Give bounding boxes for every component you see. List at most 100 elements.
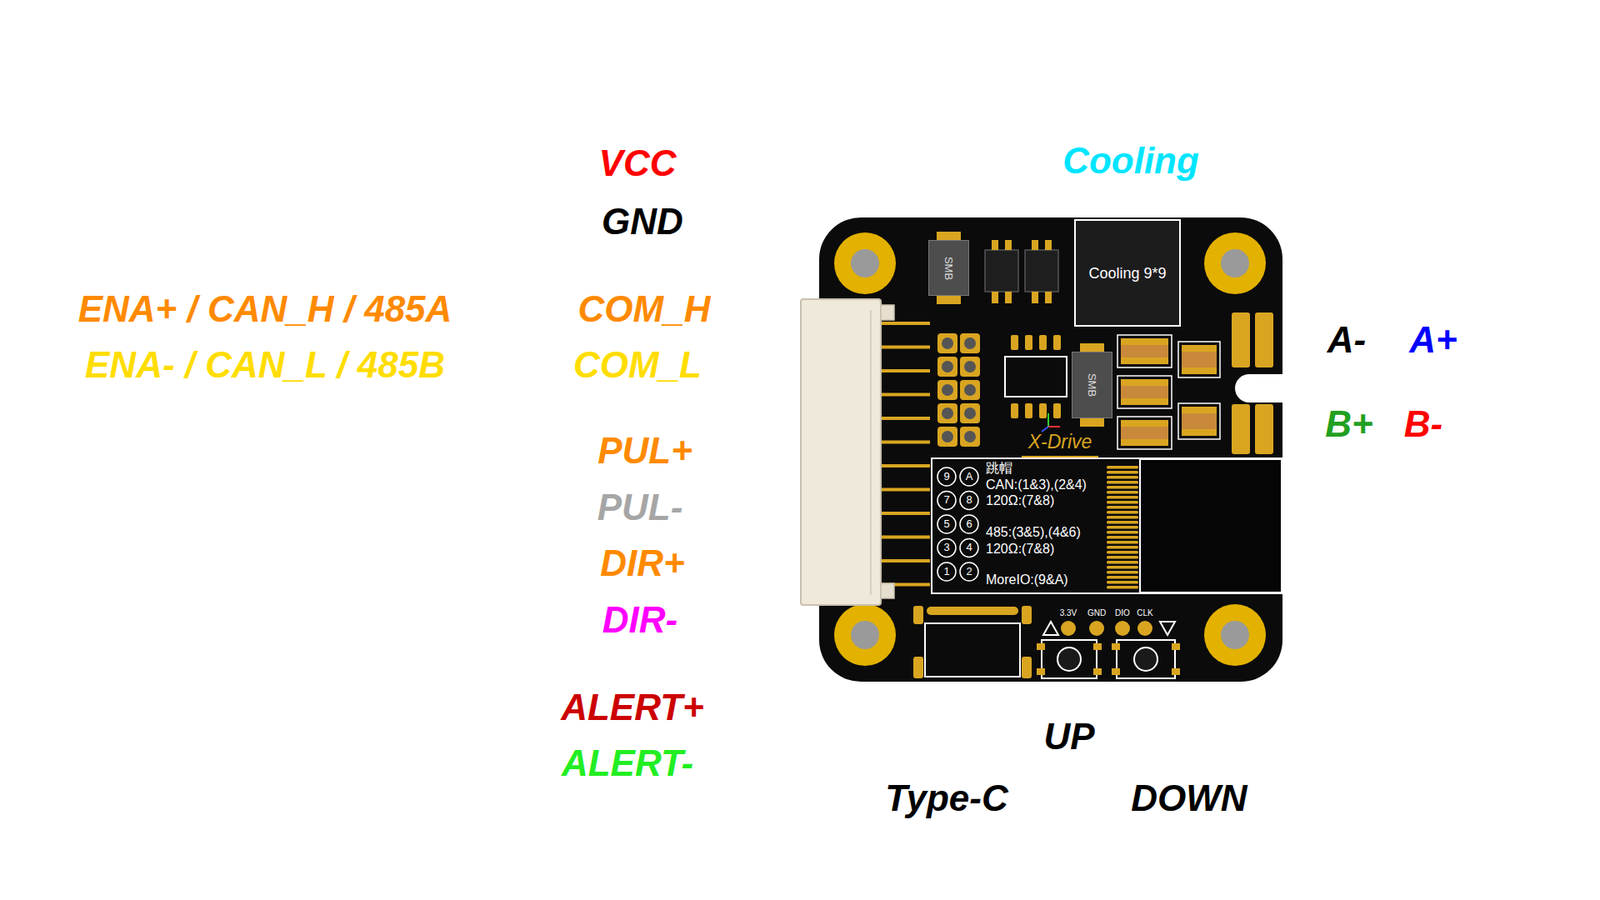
header-pad [937,333,958,354]
gold-finger [1106,570,1139,575]
button-cap [1134,647,1158,671]
pin-header [937,333,980,447]
hole-center [1220,249,1250,278]
button-cap [1057,647,1081,671]
pin-number: 7 [943,494,950,506]
pin-number: 3 [943,541,950,554]
debug-pad [1137,620,1153,636]
mounting-hole [1204,232,1266,295]
chip-body [985,250,1019,292]
capacitor-body [1181,413,1217,430]
gold-finger [1106,490,1139,495]
pin-number: 6 [965,518,972,530]
debug-pad [1089,620,1105,636]
header-pad [937,356,958,377]
gold-finger [1106,530,1139,535]
jumper-note: MoreIO:(9&A) [985,572,1069,588]
chip-lead [1031,240,1039,250]
motor-pad [1231,312,1250,368]
gold-finger [1106,540,1139,545]
part-label: UP [1043,716,1095,757]
button-pad [1093,643,1102,650]
header-pin [960,403,980,424]
signal-label: ENA- / CAN_L / 485B [85,345,445,385]
jumper-pin [960,467,979,486]
header-pin [960,333,980,354]
header-pad [937,380,958,400]
mounting-hole [834,232,896,295]
gold-finger [1106,520,1139,525]
signal-label: COM_L [573,345,702,385]
pin-number: 2 [965,565,972,578]
connector-ridge [870,310,872,595]
mounting-holes [834,232,1266,666]
component-text: Cooling 9*9 [1088,265,1166,281]
jumper-note: 120Ω:(7&8) [985,493,1055,509]
header-hole [941,407,954,420]
gold-finger [1106,465,1139,470]
chip-pad [1010,403,1019,419]
pin-number: 1 [943,565,950,578]
board-notch [1235,374,1302,403]
jumper-pin [937,467,956,486]
button-pad [1111,643,1120,650]
capacitors [1117,335,1220,450]
jumper-pin [937,539,956,558]
gold-finger [1106,470,1139,475]
button-pad [1093,668,1102,675]
usb-outline [925,623,1020,677]
mounting-hole [1204,604,1266,666]
jumper-pin [937,562,956,581]
jumper-pins [937,467,979,581]
button-outline [1116,640,1175,679]
hole-center [1220,620,1250,650]
chip-lead [991,291,999,304]
soic-footprint [1005,335,1067,419]
capacitor-outline [1117,335,1172,368]
debug-pad [1115,620,1130,636]
usb-pad [926,606,1019,615]
header-pad [960,356,980,377]
gold-finger [1106,525,1139,530]
pcb-board [819,217,1283,682]
capacitor-outline [1117,416,1172,450]
pin-number: 8 [965,494,972,506]
chip-pad [1025,335,1033,350]
motor-pin-label: B- [1404,404,1443,445]
up-triangle [1043,621,1059,635]
motor-pad [1255,312,1274,368]
header-hole [941,384,954,396]
pin-number: 9 [943,470,950,483]
wire-connector [800,299,881,605]
signal-label: ALERT+ [560,687,705,728]
axis-line [1048,425,1060,428]
gold-finger [1106,550,1139,555]
jumper-pin [960,539,979,558]
jumper-pin [937,515,956,534]
motor-pin-label: A+ [1409,320,1457,360]
capacitor-outline [1178,403,1220,440]
chip-pad [1010,335,1019,350]
signal-label: DIR+ [600,543,685,584]
chip-lead [1045,291,1052,304]
chip-lead [1045,240,1052,250]
header-hole [941,337,954,350]
chip-pad [1039,403,1047,419]
button-pad [1036,668,1045,675]
motor-pad [1255,404,1274,455]
header-pad [960,403,980,424]
down-triangle [1160,621,1175,635]
signal-label: PUL+ [597,430,693,471]
type-c-footprint [913,605,1032,679]
header-pin [937,426,958,447]
capacitor-terminal [1120,420,1169,446]
gold-finger [1106,580,1139,585]
axis-line [1047,413,1050,427]
capacitor-body [1120,385,1169,399]
gold-finger [1106,515,1139,520]
signal-label: ENA+ / CAN_H / 485A [78,289,453,330]
pad-label: 3.3V [1060,608,1078,618]
diode-pad [1080,343,1105,352]
pin-number: 4 [965,541,972,554]
